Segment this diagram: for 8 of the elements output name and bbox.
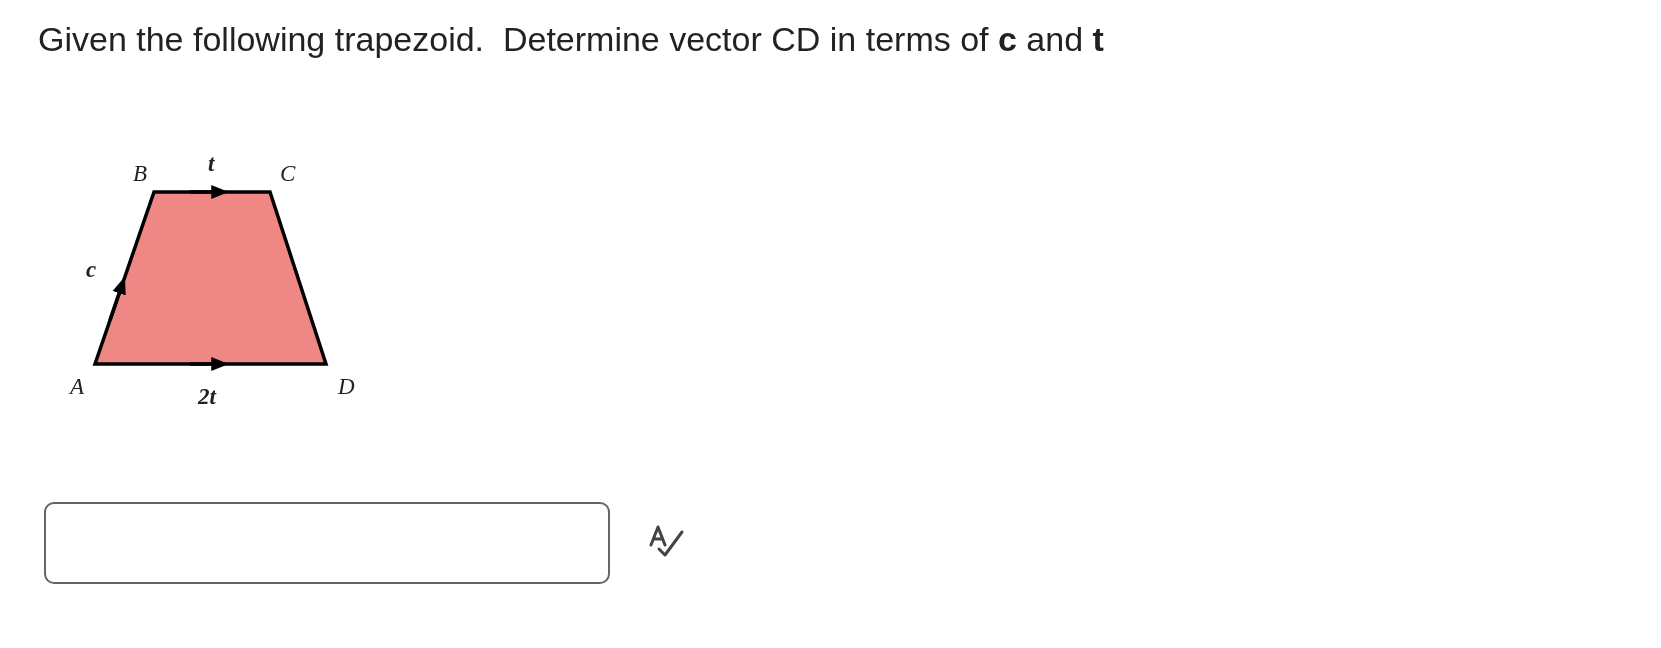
vector-label: c [86, 258, 97, 281]
vertex-label: D [338, 375, 355, 398]
vector-label: 2t [198, 385, 216, 408]
question-text: Given the following trapezoid. Determine vector CD in terms of c and t [38, 20, 1104, 59]
vertex-label: C [280, 162, 296, 185]
vector-label: t [208, 152, 215, 175]
vertex-label: A [70, 375, 85, 398]
vertex-label: B [133, 162, 148, 185]
